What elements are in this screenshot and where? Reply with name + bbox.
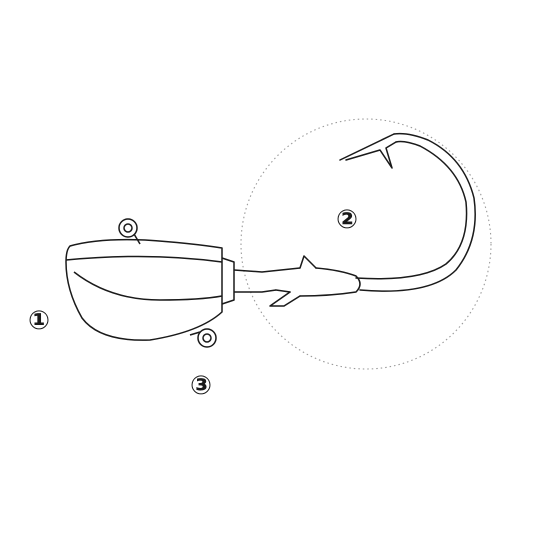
part-label-1: ① — [28, 306, 51, 336]
detail-circle — [240, 118, 492, 370]
jig-head — [65, 238, 223, 341]
hook-collar — [221, 257, 301, 305]
part-label-3: ③ — [190, 371, 213, 401]
part-label-2: ② — [336, 205, 359, 235]
assist-eye — [189, 328, 217, 348]
hook — [339, 132, 476, 292]
hook-shank — [269, 255, 361, 307]
